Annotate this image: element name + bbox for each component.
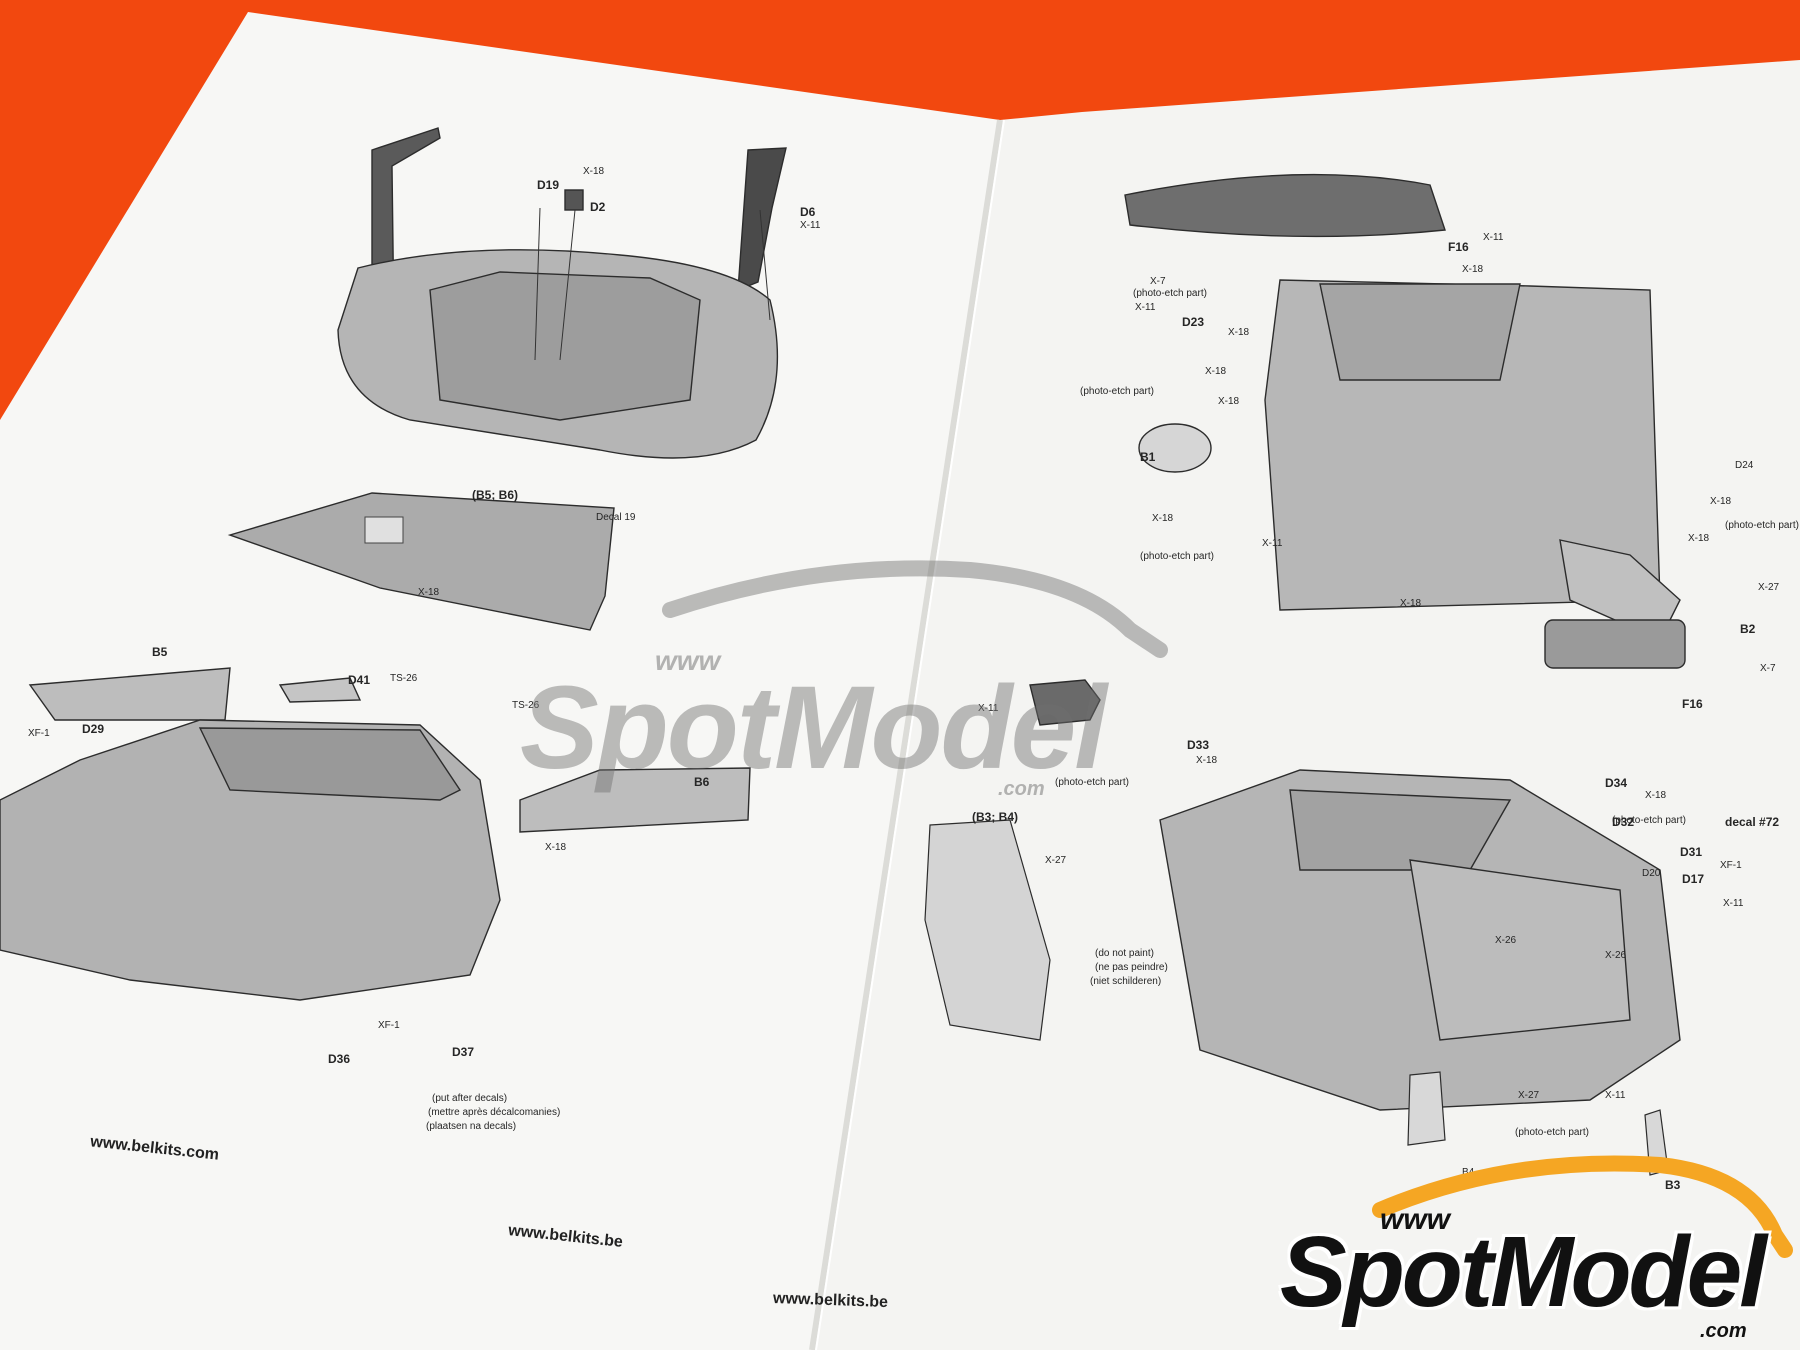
label-d17: D17 bbox=[1682, 872, 1705, 886]
label-b2: B2 bbox=[1740, 622, 1756, 636]
label-d29: D29 bbox=[82, 722, 105, 736]
label-x11-d17: X-11 bbox=[1723, 898, 1744, 909]
label-d19: D19 bbox=[537, 178, 560, 192]
label-x18-c: X-18 bbox=[1205, 366, 1227, 377]
interior-diagram bbox=[337, 127, 787, 459]
label-x26-b: X-26 bbox=[1605, 950, 1627, 961]
label-x11-mirror: X-11 bbox=[978, 703, 999, 714]
label-xf1-r: XF-1 bbox=[1720, 860, 1742, 871]
label-photo-etch-3: (photo-etch part) bbox=[1140, 551, 1214, 562]
car-body-left bbox=[0, 667, 751, 1001]
label-d23: D23 bbox=[1182, 315, 1205, 329]
label-x27-b3: X-27 bbox=[1045, 855, 1067, 866]
label-x27-bottom: X-27 bbox=[1518, 1090, 1540, 1101]
label-dnp-2: (ne pas peindre) bbox=[1095, 962, 1168, 973]
label-d36: D36 bbox=[328, 1052, 351, 1066]
label-decal19: Decal 19 bbox=[596, 512, 636, 523]
label-photo-etch-6: (photo-etch part) bbox=[1515, 1127, 1589, 1138]
label-put-after-1: (put after decals) bbox=[432, 1093, 508, 1104]
label-d32: D32 bbox=[1612, 815, 1635, 829]
label-d6: D6 bbox=[800, 205, 816, 219]
label-x7-r: X-7 bbox=[1760, 663, 1776, 674]
label-photo-etch-1: (photo-etch part) bbox=[1133, 288, 1207, 299]
label-ts26-a: TS-26 bbox=[390, 673, 418, 684]
panel-b5-b6 bbox=[227, 492, 615, 631]
label-put-after-2: (mettre après décalcomanies) bbox=[428, 1107, 561, 1118]
label-x11-bottom: X-11 bbox=[1605, 1090, 1626, 1101]
label-d24: D24 bbox=[1735, 460, 1754, 471]
label-photo-etch-5: (photo-etch part) bbox=[1612, 815, 1686, 826]
label-x18-car: X-18 bbox=[545, 842, 567, 853]
label-x7: X-7 bbox=[1150, 276, 1166, 287]
label-put-after-3: (plaatsen na decals) bbox=[426, 1121, 517, 1132]
watermark-domain: .com bbox=[998, 778, 1045, 800]
label-d33: D33 bbox=[1187, 738, 1210, 752]
spotmodel-logo: www SpotModel .com bbox=[1280, 1135, 1800, 1350]
label-d41: D41 bbox=[348, 673, 371, 687]
label-d2: D2 bbox=[590, 200, 606, 214]
label-xf1-left: XF-1 bbox=[28, 728, 50, 739]
label-b5b6: (B5; B6) bbox=[472, 488, 519, 502]
label-x11-f16: X-11 bbox=[1483, 232, 1504, 243]
car-front-right bbox=[1124, 173, 1686, 669]
watermark-brand: SpotModel bbox=[520, 662, 1107, 794]
label-f16-top: F16 bbox=[1448, 240, 1469, 254]
label-b6: B6 bbox=[694, 775, 710, 789]
label-x18-r2: X-18 bbox=[1688, 533, 1710, 544]
label-x11-c: X-11 bbox=[1262, 538, 1283, 549]
label-x18-f16: X-18 bbox=[1462, 264, 1484, 275]
label-x18-r1: X-18 bbox=[1710, 496, 1732, 507]
label-b4: B4 bbox=[1462, 1167, 1475, 1178]
label-f16-bottom: F16 bbox=[1682, 697, 1703, 711]
label-photo-etch-2: (photo-etch part) bbox=[1080, 386, 1154, 397]
label-x18-e: X-18 bbox=[1152, 513, 1174, 524]
label-dnp-3: (niet schilderen) bbox=[1090, 976, 1162, 987]
center-watermark: www SpotModel .com bbox=[520, 540, 1320, 800]
label-x18-top: X-18 bbox=[583, 166, 605, 177]
label-ts26-b: TS-26 bbox=[512, 700, 540, 711]
label-x11-top: X-11 bbox=[800, 220, 821, 231]
car-rear-right bbox=[1029, 679, 1681, 1111]
label-x18-bottom: X-18 bbox=[1400, 598, 1422, 609]
label-x18-d23: X-18 bbox=[1228, 327, 1250, 338]
label-x27-r: X-27 bbox=[1758, 582, 1780, 593]
label-b1: B1 bbox=[1140, 450, 1156, 464]
label-photo-etch-r: (photo-etch part) bbox=[1725, 520, 1799, 531]
watermark-www: www bbox=[655, 645, 721, 676]
label-b3: B3 bbox=[1665, 1178, 1681, 1192]
label-d20: D20 bbox=[1642, 868, 1661, 879]
label-xf1-bottom: XF-1 bbox=[378, 1020, 400, 1031]
label-d37: D37 bbox=[452, 1045, 475, 1059]
label-d31: D31 bbox=[1680, 845, 1703, 859]
label-decal72: decal #72 bbox=[1725, 815, 1780, 829]
logo-domain: .com bbox=[1700, 1320, 1747, 1342]
label-x18-d34: X-18 bbox=[1645, 790, 1667, 801]
label-dnp-1: (do not paint) bbox=[1095, 948, 1154, 959]
logo-www: www bbox=[1380, 1203, 1451, 1236]
label-x18-d33: X-18 bbox=[1196, 755, 1218, 766]
label-photo-etch-4: (photo-etch part) bbox=[1055, 777, 1129, 788]
label-b3b4: (B3; B4) bbox=[972, 810, 1019, 824]
label-x18-d: X-18 bbox=[1218, 396, 1240, 407]
label-x11-b: X-11 bbox=[1135, 302, 1156, 313]
label-b5: B5 bbox=[152, 645, 168, 659]
page-fold bbox=[809, 119, 1003, 1350]
logo-brand: SpotModel bbox=[1280, 1216, 1767, 1328]
label-d34: D34 bbox=[1605, 776, 1628, 790]
label-x18-panel: X-18 bbox=[418, 587, 440, 598]
label-x26-a: X-26 bbox=[1495, 935, 1517, 946]
